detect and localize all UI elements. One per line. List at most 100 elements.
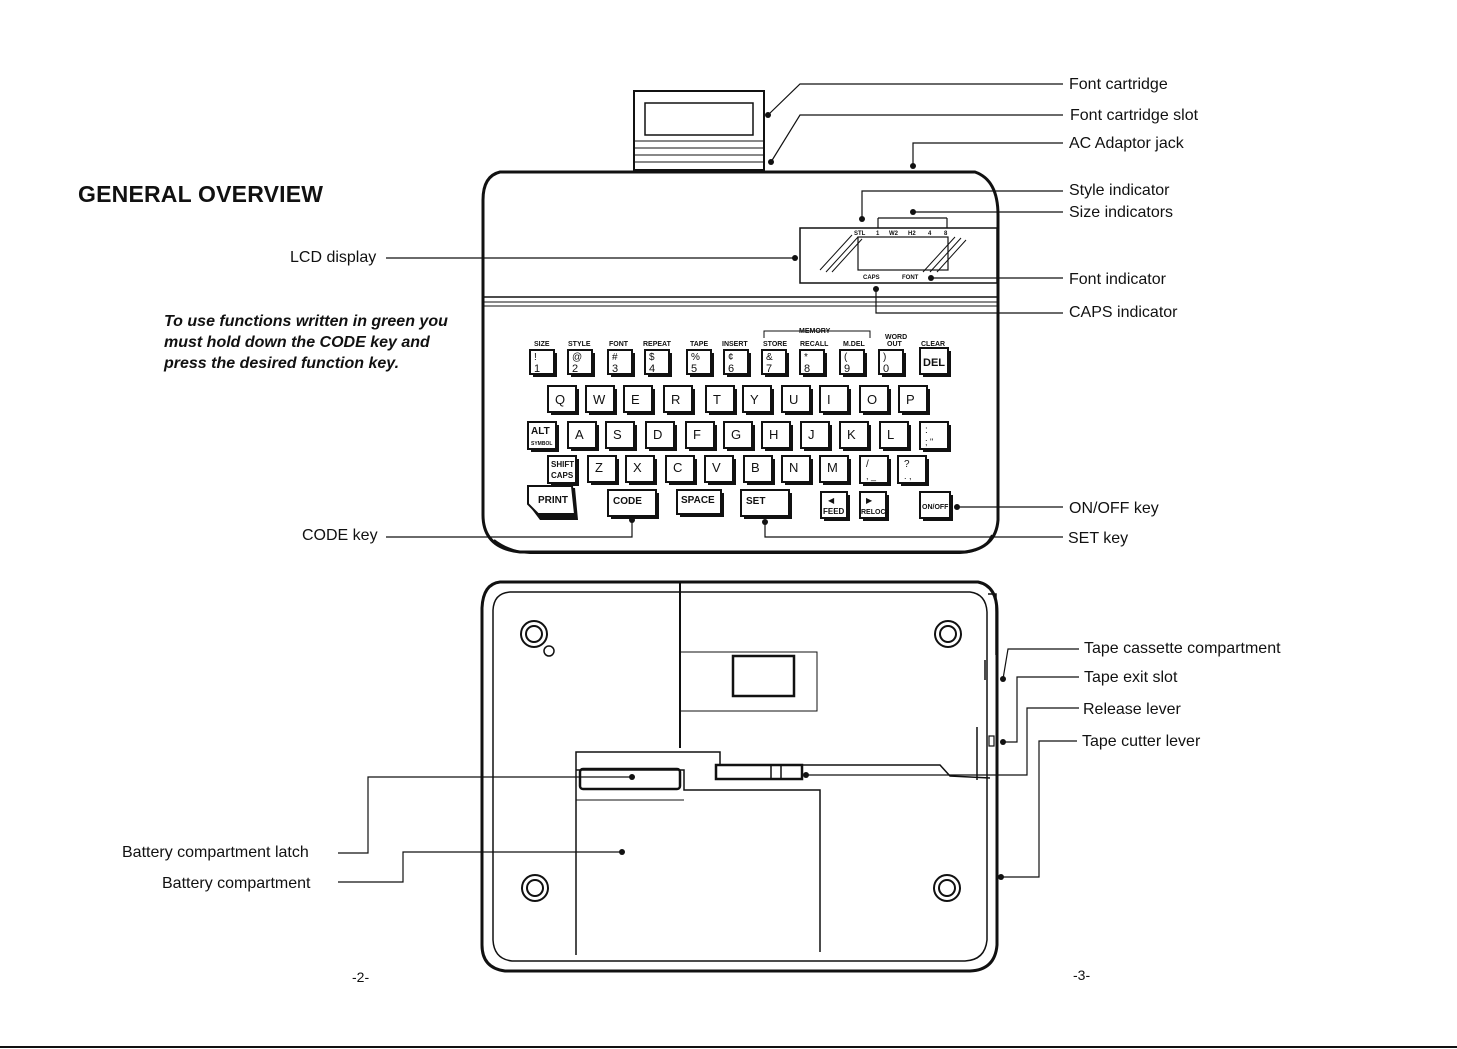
key-label: DEL <box>923 357 945 369</box>
func-label-recall: RECALL <box>800 341 829 348</box>
key-k[interactable]: K <box>839 421 871 451</box>
key-shift[interactable]: SHIFT CAPS <box>547 455 579 486</box>
key-reloc[interactable]: ▶RELOC <box>859 491 889 521</box>
key-4[interactable]: $4 <box>644 349 672 377</box>
key-label: D <box>653 427 662 442</box>
key-3[interactable]: #3 <box>607 349 635 377</box>
func-label-mdel: M.DEL <box>843 341 866 348</box>
label-size-indicators: Size indicators <box>1069 204 1174 221</box>
device-body-bottom <box>480 580 999 973</box>
key-x[interactable]: X <box>625 455 657 485</box>
key-label: H <box>769 427 778 442</box>
key-9[interactable]: (9 <box>839 349 867 377</box>
key-p[interactable]: P <box>898 385 930 415</box>
tape-cutter-lever <box>714 763 804 781</box>
key-a[interactable]: A <box>567 421 599 451</box>
key-b[interactable]: B <box>743 455 775 485</box>
key-set[interactable]: SET <box>740 489 792 519</box>
screw <box>520 620 548 648</box>
key-del[interactable]: DEL <box>919 347 951 377</box>
key-label: Q <box>555 392 565 407</box>
key-label: ON/OFF <box>922 504 949 511</box>
page-number-left: -2- <box>352 969 370 985</box>
key-top-char: ! <box>534 352 537 363</box>
key-h[interactable]: H <box>761 421 793 451</box>
key-w[interactable]: W <box>585 385 617 415</box>
label-release-lever: Release lever <box>1083 701 1181 718</box>
key-q[interactable]: Q <box>547 385 579 415</box>
key-sublabel: SYMBOL <box>531 441 552 447</box>
key-bottom-char: 6 <box>728 363 734 375</box>
func-label-style: STYLE <box>568 341 591 348</box>
label-battery-latch: Battery compartment latch <box>122 844 309 861</box>
label-font-cartridge-slot: Font cartridge slot <box>1070 107 1199 124</box>
key-label: SHIFT <box>551 460 574 469</box>
key-question[interactable]: ?. , <box>897 455 929 486</box>
label-lcd-display: LCD display <box>290 249 377 266</box>
key-2[interactable]: @2 <box>567 349 595 377</box>
key-y[interactable]: Y <box>742 385 774 415</box>
key-c[interactable]: C <box>665 455 697 485</box>
key-u[interactable]: U <box>781 385 813 415</box>
key-m[interactable]: M <box>819 455 851 485</box>
key-bottom-char: 1 <box>534 363 540 375</box>
func-label-clear: CLEAR <box>921 341 945 348</box>
key-5[interactable]: %5 <box>686 349 714 377</box>
key-label: S <box>613 427 622 442</box>
key-s[interactable]: S <box>605 421 637 451</box>
key-d[interactable]: D <box>645 421 677 451</box>
lcd-size-w2: W2 <box>889 231 899 237</box>
key-g[interactable]: G <box>723 421 755 451</box>
key-label: X <box>633 460 642 475</box>
key-label: O <box>867 392 877 407</box>
key-sublabel: CAPS <box>551 471 574 480</box>
key-i[interactable]: I <box>819 385 851 415</box>
key-n[interactable]: N <box>781 455 813 485</box>
key-label: L <box>887 427 894 442</box>
key-print[interactable]: PRINT <box>527 485 578 520</box>
key-feed[interactable]: ◀FEED <box>820 491 850 521</box>
memory-label: MEMORY <box>799 328 831 335</box>
func-label-size: SIZE <box>534 341 550 348</box>
key-e[interactable]: E <box>623 385 655 415</box>
key-label: T <box>713 392 721 407</box>
key-label: F <box>693 427 701 442</box>
key-onoff[interactable]: ON/OFF <box>919 491 953 521</box>
func-label-repeat: REPEAT <box>643 341 672 348</box>
key-slash[interactable]: /, _ <box>859 455 891 486</box>
func-label-tape: TAPE <box>690 341 708 348</box>
key-v[interactable]: V <box>704 455 736 485</box>
page-number-right: -3- <box>1073 967 1091 983</box>
arrow-right-icon: ▶ <box>866 496 873 505</box>
key-0[interactable]: )0 <box>878 349 906 377</box>
key-o[interactable]: O <box>859 385 891 415</box>
page-heading: GENERAL OVERVIEW <box>78 181 324 207</box>
key-bottom-char: , _ <box>866 471 877 481</box>
key-top-char: & <box>766 352 773 363</box>
key-f[interactable]: F <box>685 421 717 451</box>
instruction-note: To use functions written in green you mu… <box>164 311 448 374</box>
lcd-caps-label: CAPS <box>863 275 880 281</box>
key-space[interactable]: SPACE <box>676 489 724 517</box>
key-l[interactable]: L <box>879 421 911 451</box>
key-1[interactable]: !1 <box>529 349 557 377</box>
key-r[interactable]: R <box>663 385 695 415</box>
key-semicolon[interactable]: :; " <box>919 421 951 452</box>
key-t[interactable]: T <box>705 385 737 415</box>
screw <box>521 874 549 902</box>
bottom-rule <box>0 1046 1457 1048</box>
label-font-cartridge: Font cartridge <box>1069 76 1168 93</box>
key-label: Z <box>595 460 603 475</box>
key-label: SET <box>746 496 765 507</box>
lcd-size-8: 8 <box>944 231 948 237</box>
key-bottom-char: 8 <box>804 363 810 375</box>
key-z[interactable]: Z <box>587 455 619 485</box>
key-7[interactable]: &7 <box>761 349 789 377</box>
key-label: M <box>827 460 838 475</box>
label-set-key: SET key <box>1068 530 1129 547</box>
key-j[interactable]: J <box>800 421 832 451</box>
key-code[interactable]: CODE <box>607 489 659 519</box>
key-6[interactable]: ¢6 <box>723 349 751 377</box>
key-8[interactable]: *8 <box>799 349 827 377</box>
